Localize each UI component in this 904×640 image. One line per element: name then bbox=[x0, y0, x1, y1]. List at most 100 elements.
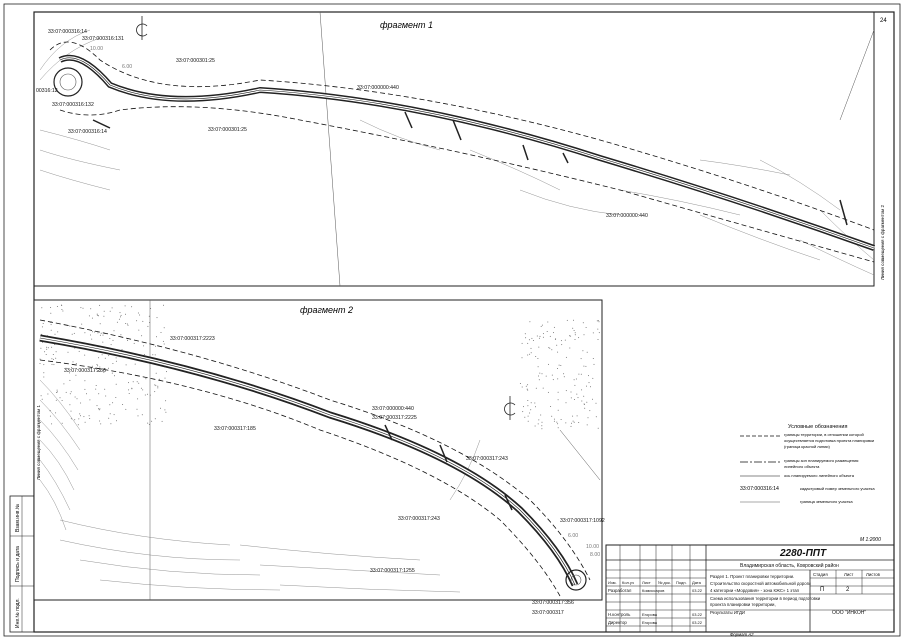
planning-boundary-upper bbox=[49, 41, 875, 231]
description-line: Раздел 1. Проект планировки территории. bbox=[710, 574, 794, 579]
fragment-1-border bbox=[33, 11, 875, 287]
name-cell: Егорова bbox=[642, 612, 658, 617]
stamp-replace-inv: Взам.инв.№ bbox=[15, 504, 21, 532]
planning-boundary-upper bbox=[39, 319, 591, 581]
sheet-title-line: Схема использования территории в период … bbox=[710, 596, 821, 601]
sheet-title-line: Результаты ИГДИ bbox=[710, 610, 745, 615]
header-cell: Лист bbox=[642, 580, 651, 585]
fragment-1-map: фрагмент 1 33:07:000316:14 33:07:000316:… bbox=[33, 11, 885, 287]
parcel-boundary-line bbox=[559, 429, 601, 481]
cadastral-label: 00316:12 bbox=[36, 88, 58, 94]
cadastral-label: 33:07:000316:14 bbox=[68, 129, 107, 135]
header-cell: Дата bbox=[692, 580, 702, 585]
dimension-label: 6.00 bbox=[568, 533, 578, 539]
parcel-boundary-line bbox=[319, 11, 341, 287]
cadastral-label: 33:07:000317:243 bbox=[398, 516, 440, 522]
stamp-signature-date: Подпись и дата bbox=[15, 546, 21, 582]
cadastral-label: 33:07:000316:14 bbox=[48, 29, 87, 35]
header-cell: Подп. bbox=[676, 580, 687, 585]
legend-item-text: ось планируемого линейного объекта bbox=[784, 473, 855, 478]
legend-item-text: граница земельного участка bbox=[800, 499, 853, 504]
cadastral-label: 33:07:000000:440 bbox=[606, 213, 648, 219]
planning-boundary-lower bbox=[39, 359, 561, 597]
role-cell: Разработал bbox=[608, 588, 632, 593]
sheet-title-line: проекта планировки территории, bbox=[710, 602, 776, 607]
cadastral-label: 33:07:000317:1092 bbox=[560, 518, 605, 524]
title-block bbox=[605, 544, 895, 633]
contour-lines bbox=[39, 379, 481, 593]
stage-header: Стадия bbox=[813, 572, 828, 577]
interchange-loop bbox=[565, 569, 587, 591]
description-line: Строительство скоростной автомобильной д… bbox=[710, 581, 811, 586]
date-cell: 03.22 bbox=[692, 620, 703, 625]
cadastral-label: 33:07:000317:243 bbox=[466, 456, 508, 462]
title-block-text: 2280-ППТ Владимирская область, Ковровски… bbox=[608, 548, 881, 625]
legend-title: Условные обозначения bbox=[788, 424, 847, 430]
fragment-1-title: фрагмент 1 bbox=[380, 20, 433, 30]
cadastral-label: 33:07:000000:440 bbox=[372, 406, 414, 412]
role-cell: Н.контроль bbox=[608, 612, 631, 617]
cadastral-label: 33:07:000301:25 bbox=[208, 127, 247, 133]
description-line: 4 категории «Мордовия» - зона КЖС» 1 эта… bbox=[710, 588, 800, 593]
road-axis bbox=[39, 337, 576, 586]
legend-item-text: границы территории, в отношении которой bbox=[784, 432, 864, 437]
cadastral-label: 33:07:000316:132 bbox=[52, 102, 94, 108]
structure-marks bbox=[384, 424, 513, 511]
stamp-inv-original: Инв.№ подл. bbox=[15, 598, 21, 628]
header-cell: Кол.уч bbox=[622, 580, 634, 585]
organization: ООО "ИНКОН" bbox=[832, 610, 866, 616]
legend-item-text: границы зон планируемого размещения bbox=[784, 458, 858, 463]
drawing-code: 2280-ППТ bbox=[779, 548, 827, 559]
interchange-loop-inner bbox=[59, 73, 77, 91]
cadastral-label: 33:07:000317:286 bbox=[64, 368, 106, 374]
structure-marks bbox=[92, 111, 848, 226]
fragment-2-border bbox=[33, 299, 603, 601]
cadastral-label: 33:07:000317:2223 bbox=[170, 336, 215, 342]
legend-item-text: кадастровый номер земельного участка bbox=[800, 486, 875, 491]
planning-boundary-lower bbox=[59, 106, 875, 263]
north-arrow-icon bbox=[504, 396, 516, 420]
outer-frame bbox=[3, 3, 901, 637]
contour-lines bbox=[39, 29, 875, 276]
fragment-1-side-label: Линия совмещения с фрагментом 2 bbox=[880, 204, 885, 280]
format-label: Формат А2 bbox=[730, 632, 754, 637]
legend-sample-cadastral: 33:07:000316:14 bbox=[740, 486, 779, 492]
dimension-label: 10.00 bbox=[90, 46, 103, 52]
north-arrow-icon bbox=[136, 16, 148, 40]
legend-item-text: осуществляется подготовка проекта планир… bbox=[784, 438, 874, 443]
fragment-2-map: фрагмент 2 33:07:000317:2223 33:07:00031… bbox=[33, 299, 605, 616]
dimension-label: 10.00 bbox=[586, 544, 599, 550]
region-name: Владимирская область, Ковровский район bbox=[740, 562, 839, 569]
left-stamp: Взам.инв.№ Подпись и дата Инв.№ подл. bbox=[9, 495, 35, 633]
stage-value: П bbox=[820, 587, 824, 593]
page-number: 24 bbox=[880, 18, 887, 24]
name-cell: Комиссаров bbox=[642, 588, 664, 593]
fragment-2-side-label: Линия совмещения с фрагментом 1 bbox=[36, 404, 41, 480]
date-cell: 03.22 bbox=[692, 588, 703, 593]
date-cell: 03.22 bbox=[692, 612, 703, 617]
legend-item-text: линейного объекта bbox=[784, 464, 820, 469]
role-cell: Директор bbox=[608, 620, 627, 625]
scale-label: М 1:2000 bbox=[860, 537, 881, 543]
cadastral-label: 33:07:000317:1255 bbox=[370, 568, 415, 574]
dimension-label: 6.00 bbox=[122, 64, 132, 70]
fragment-2-title: фрагмент 2 bbox=[300, 305, 353, 315]
cadastral-label: 33:07:000317:2225 bbox=[372, 415, 417, 421]
interchange-loop bbox=[53, 67, 83, 97]
interchange-loop-inner bbox=[570, 574, 582, 586]
sheets-header: Листов bbox=[866, 572, 881, 577]
dimension-label: 8.00 bbox=[590, 552, 600, 558]
parcel-boundary-line bbox=[839, 29, 875, 121]
road-axis bbox=[59, 57, 875, 249]
header-cell: № док. bbox=[658, 580, 671, 585]
sheet-value: 2 bbox=[846, 587, 850, 593]
header-cell: Изм. bbox=[608, 580, 617, 585]
cadastral-label: 33:07:000317:356 bbox=[532, 600, 574, 606]
sheet-header: Лист bbox=[844, 572, 853, 577]
cadastral-label: 33:07:000316:131 bbox=[82, 36, 124, 42]
legend: Условные обозначения границы территории,… bbox=[740, 424, 875, 504]
cadastral-label: 33:07:000317 bbox=[532, 610, 564, 616]
name-cell: Егорова bbox=[642, 620, 658, 625]
cadastral-label: 33:07:000301:25 bbox=[176, 58, 215, 64]
